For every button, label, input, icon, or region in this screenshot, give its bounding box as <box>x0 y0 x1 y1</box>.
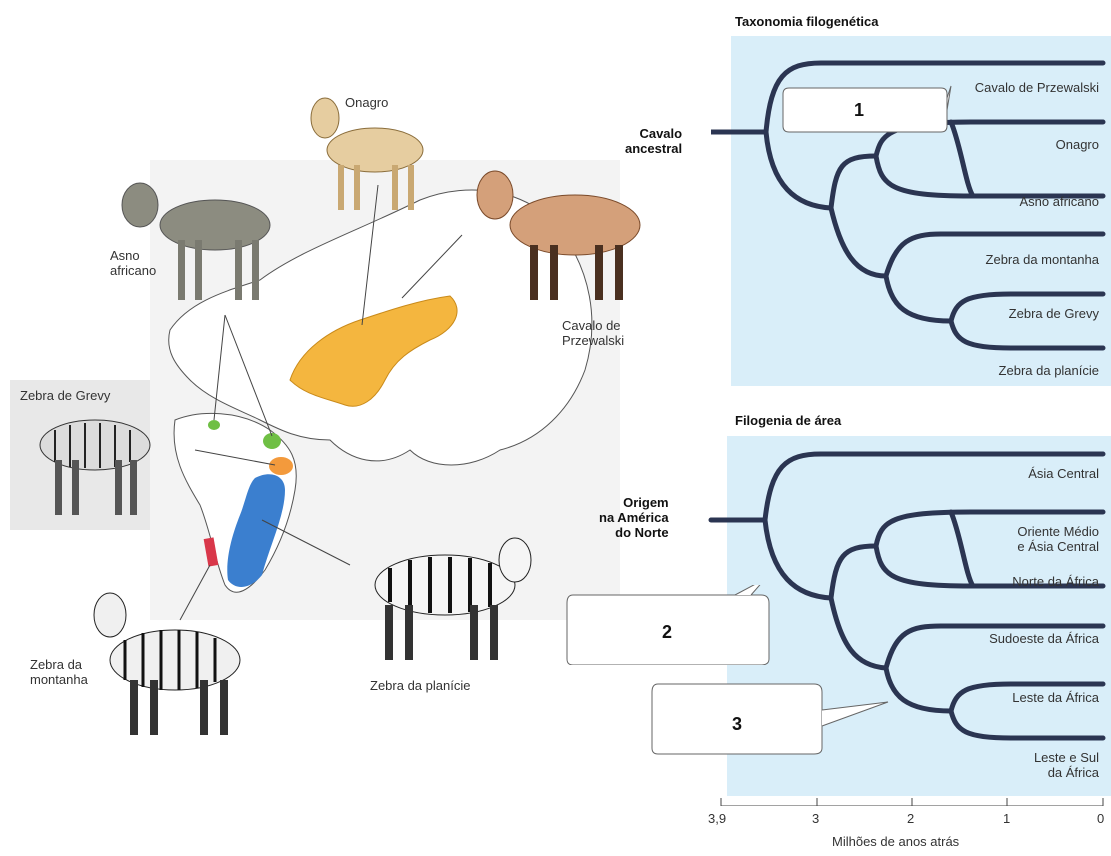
range-asno-1 <box>208 420 220 430</box>
callout-2: 2 <box>567 622 767 643</box>
axis-tick-3: 2 <box>907 811 914 826</box>
tax-tip-3: Asno africano <box>1020 194 1100 209</box>
taxonomy-root-label: Cavalo ancestral <box>625 126 682 156</box>
time-axis <box>721 798 1103 806</box>
range-grevy <box>269 457 293 475</box>
distribution-map <box>0 0 660 856</box>
area-tip-1: Ásia Central <box>1028 466 1099 481</box>
callout-1: 1 <box>783 100 935 121</box>
area-tip-3: Norte da África <box>1012 574 1099 589</box>
tax-tip-6: Zebra da planície <box>999 363 1099 378</box>
map-label-montanha: Zebra da montanha <box>30 657 88 687</box>
axis-tick-2: 3 <box>812 811 819 826</box>
tax-tip-5: Zebra de Grevy <box>1009 306 1099 321</box>
axis-tick-4: 1 <box>1003 811 1010 826</box>
axis-label: Milhões de anos atrás <box>832 834 959 849</box>
area-tip-5: Leste da África <box>1012 690 1099 705</box>
tax-tip-4: Zebra da montanha <box>986 252 1099 267</box>
tax-tip-2: Onagro <box>1056 137 1099 152</box>
map-label-onagro: Onagro <box>345 95 388 110</box>
area-root-label: Origem na América do Norte <box>599 495 669 540</box>
axis-tick-1: 3,9 <box>708 811 726 826</box>
area-title: Filogenia de área <box>735 413 841 428</box>
map-label-asno: Asno africano <box>110 248 156 278</box>
callout-3: 3 <box>652 714 822 735</box>
area-tip-2: Oriente Médio e Ásia Central <box>1017 524 1099 554</box>
area-tip-6: Leste e Sul da África <box>1034 750 1099 780</box>
map-label-grevy: Zebra de Grevy <box>20 388 110 403</box>
map-label-przewalski: Cavalo de Przewalski <box>562 318 624 348</box>
tax-tip-1: Cavalo de Przewalski <box>975 80 1099 95</box>
area-tip-4: Sudoeste da África <box>989 631 1099 646</box>
taxonomy-title: Taxonomia filogenética <box>735 14 879 29</box>
axis-tick-5: 0 <box>1097 811 1104 826</box>
map-label-planicie: Zebra da planície <box>370 678 470 693</box>
